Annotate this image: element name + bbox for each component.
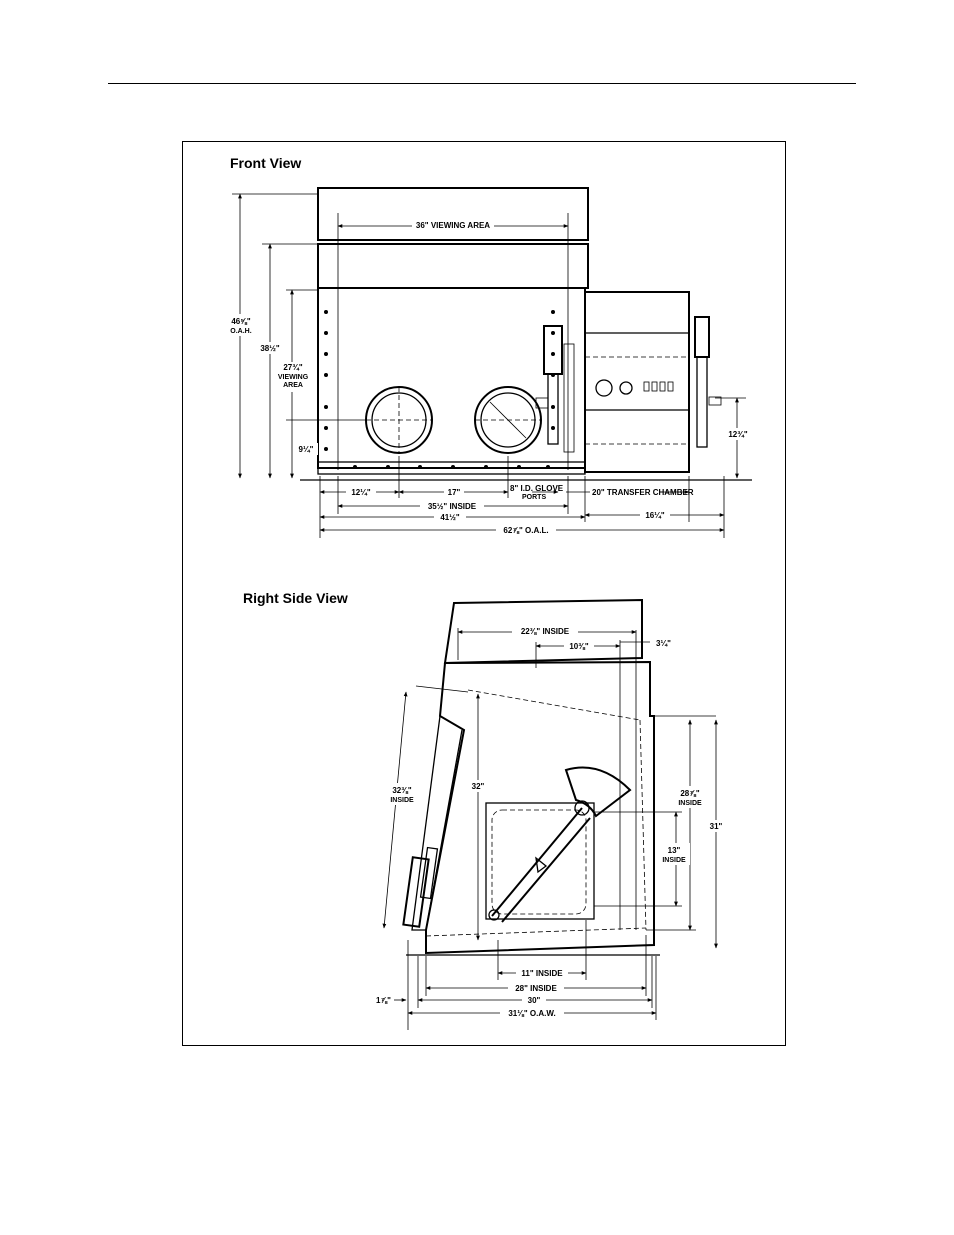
dim-oah-note: O.A.H. bbox=[230, 328, 251, 335]
dim-window-length-note: INSIDE bbox=[390, 797, 414, 804]
dim-door-height: 13" bbox=[668, 846, 681, 855]
dim-inside-width: 35½" INSIDE bbox=[428, 502, 477, 511]
dim-port-height: 9¼" bbox=[299, 445, 314, 454]
dim-top-inside: 22⅜" INSIDE bbox=[521, 627, 570, 636]
transfer-chamber bbox=[585, 292, 721, 472]
front-dimensions bbox=[232, 194, 746, 538]
dim-oah: 46⅝" bbox=[231, 317, 251, 326]
dim-38: 38½" bbox=[260, 344, 280, 353]
side-view-title: Right Side View bbox=[243, 590, 348, 606]
glove-port-left bbox=[366, 387, 432, 453]
dim-41: 41½" bbox=[440, 513, 460, 522]
dim-oaw: 31⅛" O.A.W. bbox=[508, 1009, 555, 1018]
glove-port-right bbox=[475, 387, 541, 453]
dim-chamber-height: 12¾" bbox=[728, 430, 748, 439]
side-glovebox-body bbox=[403, 600, 654, 953]
dim-port-offset: 12¼" bbox=[351, 488, 371, 497]
dim-inside-height: 28⅞" bbox=[680, 789, 700, 798]
side-view: Right Side View bbox=[243, 590, 728, 1030]
dim-top-offset: 10⅜" bbox=[569, 642, 589, 651]
front-view: Front View bbox=[228, 155, 752, 538]
dim-inside-depth: 28" INSIDE bbox=[515, 984, 557, 993]
front-view-title: Front View bbox=[230, 155, 301, 171]
dim-door-height-note: INSIDE bbox=[662, 857, 686, 864]
dim-viewing-note-2: AREA bbox=[283, 382, 303, 389]
front-dimension-labels: 36" VIEWING AREA 46⅝" O.A.H. 38½" 27¾" V… bbox=[228, 219, 750, 536]
dim-viewing-note-1: VIEWING bbox=[278, 374, 309, 381]
dim-viewing-height: 27¾" bbox=[283, 363, 303, 372]
dim-oal: 62⅞" O.A.L. bbox=[503, 526, 548, 535]
dim-overall-height: 31" bbox=[710, 822, 723, 831]
dim-16: 16¼" bbox=[645, 511, 665, 520]
dim-depth-30: 30" bbox=[528, 996, 541, 1005]
dim-top-edge: 3¼" bbox=[656, 639, 671, 648]
side-dimension-labels: 22⅜" INSIDE 10⅜" 3¼" 32⅜" INSIDE 32" 28⅞… bbox=[376, 625, 728, 1019]
dim-height-32: 32" bbox=[472, 782, 485, 791]
dim-port-spacing: 17" bbox=[448, 488, 461, 497]
dim-door-width: 11" INSIDE bbox=[521, 969, 563, 978]
dim-glove-port: 8" I.D. GLOVE bbox=[510, 484, 564, 493]
dim-inside-height-note: INSIDE bbox=[678, 800, 702, 807]
dim-viewing-area: 36" VIEWING AREA bbox=[416, 221, 490, 230]
dim-window-length: 32⅜" bbox=[392, 786, 412, 795]
dim-transfer-chamber: 20" TRANSFER CHAMBER bbox=[592, 488, 694, 497]
dim-lip: 1⅞" bbox=[376, 996, 391, 1005]
dim-glove-port-note: PORTS bbox=[522, 494, 546, 501]
